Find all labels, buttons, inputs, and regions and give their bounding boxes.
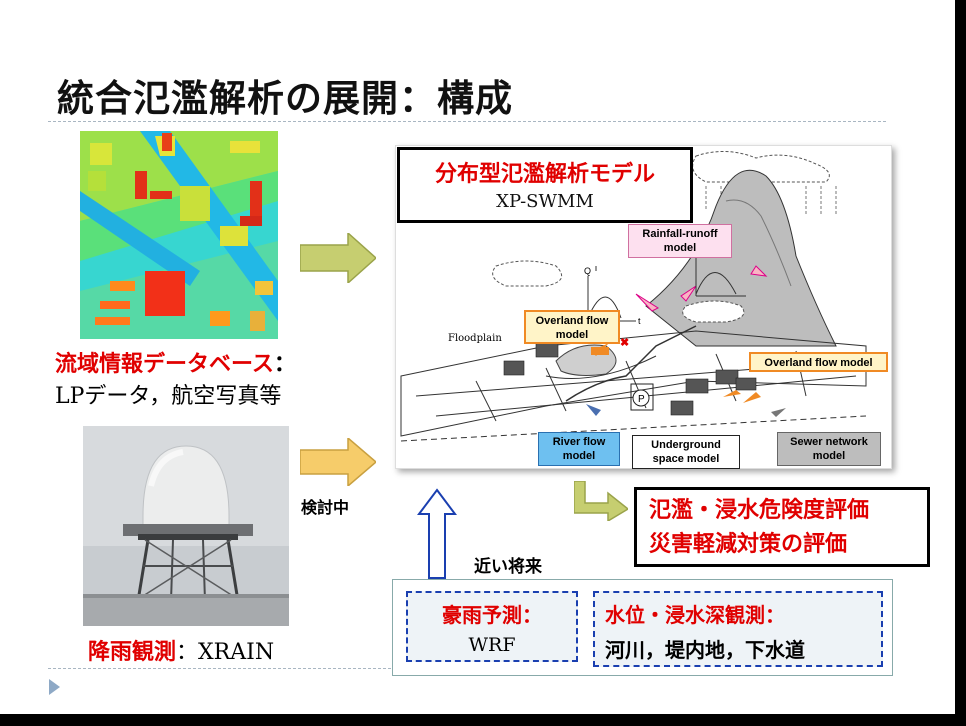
river-flow-model-tag: River flow model bbox=[538, 432, 620, 466]
overland-flow-1-line1: Overland flow bbox=[535, 315, 609, 327]
slide-title: 統合氾濫解析の展開：構成 bbox=[57, 77, 513, 120]
rainfall-runoff-line1: Rainfall-runoff bbox=[642, 228, 718, 240]
overland-flow-1-line2: model bbox=[555, 329, 589, 341]
near-future-label: 近い将来 bbox=[474, 557, 542, 577]
axis-t-label: t bbox=[638, 316, 641, 326]
title-divider bbox=[48, 121, 886, 122]
lp-data-image bbox=[80, 131, 278, 339]
observation-box: 水位・浸水深観測： 河川，堤内地，下水道 bbox=[593, 591, 883, 667]
axis-q-label: Q bbox=[584, 266, 591, 276]
sewer-line2: model bbox=[812, 450, 846, 462]
arrow-right-lp bbox=[300, 233, 376, 283]
svg-text:P: P bbox=[638, 394, 645, 405]
lp-label-colon: ： bbox=[273, 351, 296, 377]
rainfall-runoff-model-tag: Rainfall-runoff model bbox=[628, 224, 732, 258]
lp-label-red: 流域情報データベース bbox=[55, 351, 274, 377]
result-line2: 災害軽減対策の評価 bbox=[649, 531, 848, 557]
model-title-jp: 分布型氾濫解析モデル bbox=[434, 161, 655, 187]
observation-title: 水位・浸水深観測： bbox=[605, 603, 785, 627]
xrain-label-red: 降雨観測 bbox=[88, 639, 177, 665]
distributed-model-box: 分布型氾濫解析モデル XP-SWMM bbox=[397, 147, 693, 223]
underground-space-model-tag: Underground space model bbox=[632, 435, 740, 469]
model-title-en: XP-SWMM bbox=[496, 191, 594, 212]
arrow-up-forecast bbox=[417, 488, 457, 579]
lp-data-label: 流域情報データベース： LPデータ，航空写真等 bbox=[55, 348, 296, 413]
rainfall-runoff-line2: model bbox=[663, 242, 697, 254]
observation-value: 河川，堤内地，下水道 bbox=[605, 638, 805, 662]
evaluation-result-box: 氾濫・浸水危険度評価 災害軽減対策の評価 bbox=[634, 487, 930, 567]
overland-flow-model-tag-1: Overland flow model bbox=[524, 310, 620, 344]
slide: 統合氾濫解析の展開：構成 流域情報データベース： LPデータ，航空写真等 bbox=[0, 0, 955, 714]
underground-line2: space model bbox=[652, 453, 720, 465]
floodplain-label: Floodplain bbox=[448, 333, 502, 344]
sewer-line1: Sewer network bbox=[790, 436, 868, 448]
slide-bullet-marker bbox=[49, 679, 60, 695]
river-flow-line2: model bbox=[562, 450, 596, 462]
forecast-title: 豪雨予測： bbox=[442, 603, 542, 627]
arrow-to-result bbox=[574, 481, 628, 521]
overland-flow-model-tag-2: Overland flow model bbox=[749, 352, 888, 372]
underground-line1: Underground bbox=[651, 439, 721, 451]
xrain-label: 降雨観測：XRAIN bbox=[88, 634, 274, 666]
xrain-label-rest: ：XRAIN bbox=[176, 640, 275, 665]
diagram-sketch: P ✖ Q t Floodplain bbox=[400, 151, 867, 442]
result-line1: 氾濫・浸水危険度評価 bbox=[649, 497, 870, 523]
svg-text:✖: ✖ bbox=[620, 336, 629, 349]
forecast-value: WRF bbox=[468, 634, 516, 656]
river-flow-line1: River flow bbox=[552, 436, 606, 448]
pending-label: 検討中 bbox=[301, 498, 350, 517]
forecast-box: 豪雨予測： WRF bbox=[406, 591, 578, 662]
lp-label-line2: LPデータ，航空写真等 bbox=[55, 384, 282, 409]
arrow-right-radar bbox=[300, 438, 376, 486]
radar-photo bbox=[83, 426, 289, 626]
sewer-network-model-tag: Sewer network model bbox=[777, 432, 881, 466]
